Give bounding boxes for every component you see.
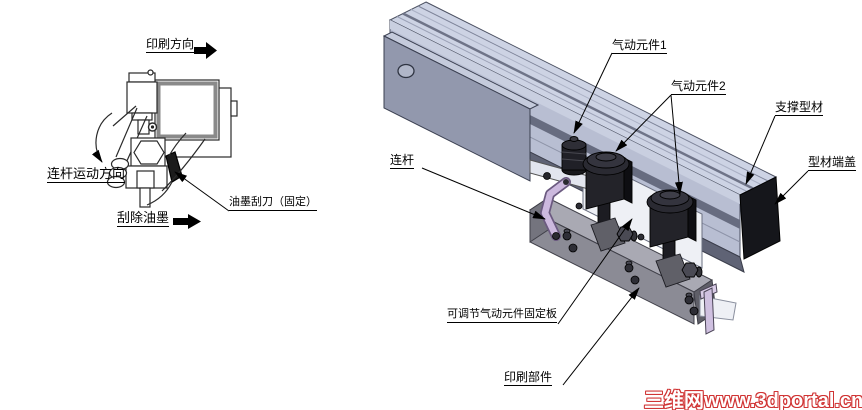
label-printing-part: 印刷部件 xyxy=(504,370,553,386)
label-profile-end-cap: 型材端盖 xyxy=(808,155,857,171)
pneumatic-component-2b xyxy=(646,189,703,288)
bolt-icon xyxy=(630,275,640,285)
valve-cap-top xyxy=(659,190,681,200)
leader-fixing-plate xyxy=(557,218,633,325)
label-pneumatic-1: 气动元件1 xyxy=(612,38,667,54)
profile-end-cap-part xyxy=(739,176,781,260)
bolt-icon xyxy=(684,295,694,305)
end-plate-hole xyxy=(397,63,415,79)
leader-lines xyxy=(174,52,809,386)
bolt-icon xyxy=(568,243,578,253)
rod-top-pivot xyxy=(563,179,569,185)
bolt-icon xyxy=(624,263,634,273)
leader-printing-part xyxy=(562,287,640,386)
label-connecting-rod: 连杆 xyxy=(390,153,415,169)
label-support-profile: 支撑型材 xyxy=(775,100,824,116)
cylinder-port xyxy=(147,69,154,76)
leader-ink-scraper xyxy=(174,171,230,212)
beam-end-plate xyxy=(382,31,540,182)
leader-connecting-rod xyxy=(421,167,546,220)
bracket-bolt xyxy=(543,172,551,180)
leader-pneumatic-1 xyxy=(573,52,613,134)
beam-front-highlight xyxy=(390,20,740,204)
pivot-center xyxy=(150,125,155,129)
leader-end-cap xyxy=(774,170,809,205)
rod-bottom-pivot xyxy=(552,232,560,240)
watermark: 三维网www.3dportal.cn xyxy=(644,390,862,410)
housing-tab xyxy=(230,100,238,117)
label-pneumatic-2: 气动元件2 xyxy=(671,79,726,95)
squeegee-box-border xyxy=(156,81,218,139)
leader-support-profile xyxy=(745,115,776,185)
blade-shaft xyxy=(139,187,151,208)
label-rod-motion-direction: 连杆运动方向 xyxy=(47,166,126,183)
bolt-icon xyxy=(637,233,645,241)
cylinder-body xyxy=(126,81,158,114)
link-bar-3 xyxy=(112,105,137,127)
clamp-hex-bolt xyxy=(681,262,699,278)
valve-clamp xyxy=(655,253,691,288)
scraper-curve-long xyxy=(161,138,206,192)
label-adjustable-plate: 可调节气动元件固定板 xyxy=(447,308,557,323)
rod-body xyxy=(541,178,570,240)
end-plate-front xyxy=(383,35,531,182)
t-piece-stem xyxy=(703,287,715,335)
label-ink-scraper-fixed: 油墨刮刀（固定） xyxy=(229,196,317,211)
valve-clamp xyxy=(590,217,626,252)
valve-cap-top xyxy=(595,152,617,162)
holder-notch xyxy=(136,170,155,189)
leader-pneumatic-2b xyxy=(670,94,683,195)
beam-top-rib-3 xyxy=(396,16,748,192)
bolt-icon xyxy=(575,202,583,210)
cyl-band xyxy=(561,158,587,162)
print-direction-arrow xyxy=(194,42,217,59)
pneumatic-component-1 xyxy=(561,136,587,176)
link-bar-1 xyxy=(115,107,138,158)
label-print-direction: 印刷方向 xyxy=(146,37,195,53)
scraper-curve-top xyxy=(168,132,187,157)
motion-arc-arrow xyxy=(91,112,113,163)
bolt-icon xyxy=(562,231,572,241)
label-scrape-ink: 刮除油墨 xyxy=(117,210,170,227)
scrape-ink-arrow xyxy=(173,214,201,229)
cyl-band xyxy=(561,151,587,155)
pneumatic-component-2a xyxy=(582,151,638,252)
beam-top-slot xyxy=(402,12,754,190)
leader-pneumatic-2a xyxy=(615,94,672,152)
bolt-icon xyxy=(689,306,699,316)
hex-nut xyxy=(133,140,165,165)
bar-bolts xyxy=(562,202,699,316)
connecting-rod-part xyxy=(540,177,571,241)
beam-top-rib-2 xyxy=(410,9,762,185)
cyl-nub xyxy=(569,136,579,142)
scraper-curve-bottom xyxy=(146,181,173,206)
